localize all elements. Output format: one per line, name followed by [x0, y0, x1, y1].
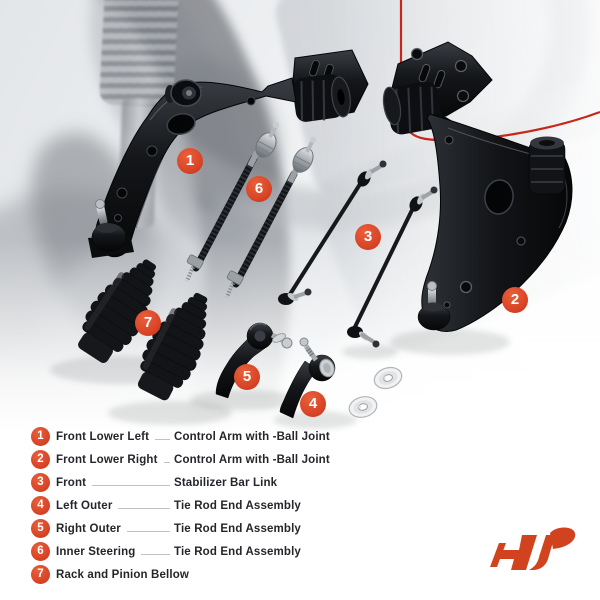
callout-6: 6 [246, 176, 272, 202]
legend-connector-line [163, 461, 170, 463]
right-arm-rear-bracket [382, 41, 493, 136]
legend-description: Tie Rod End Assembly [174, 499, 301, 512]
legend-label: Inner Steering [56, 545, 136, 558]
legend-description: Tie Rod End Assembly [174, 545, 301, 558]
legend-row-6: 6 Inner Steering Tie Rod End Assembly [30, 540, 385, 563]
legend-label: Rack and Pinion Bellow [56, 568, 190, 581]
legend-badge-3: 3 [31, 473, 50, 492]
callout-2: 2 [502, 287, 528, 313]
a-premium-logo [490, 527, 576, 570]
callout-4: 4 [300, 391, 326, 417]
part-shadows [50, 329, 510, 429]
legend-badge-1: 1 [31, 427, 50, 446]
legend-row-5: 5 Right Outer Tie Rod End Assembly [30, 517, 385, 540]
bellow-right [137, 292, 208, 401]
stabilizer-bar-links [278, 160, 438, 348]
legend-badge-6: 6 [31, 542, 50, 561]
legend-badge-4: 4 [31, 496, 50, 515]
washer-1 [373, 366, 403, 390]
legend-label: Front Lower Right [56, 453, 158, 466]
legend-connector-line [141, 553, 170, 555]
legend-row-3: 3 Front Stabilizer Bar Link [30, 471, 385, 494]
legend-row-4: 4 Left Outer Tie Rod End Assembly [30, 494, 385, 517]
legend-label: Left Outer [56, 499, 113, 512]
legend-connector-line [155, 438, 170, 440]
callout-1: 1 [177, 148, 203, 174]
legend-badge-2: 2 [31, 450, 50, 469]
legend-description: Control Arm with -Ball Joint [174, 453, 330, 466]
legend-connector-line [126, 530, 170, 532]
legend-label: Front [56, 476, 87, 489]
legend-badge-7: 7 [31, 565, 50, 584]
legend-label: Right Outer [56, 522, 121, 535]
callout-3: 3 [355, 224, 381, 250]
legend-badge-5: 5 [31, 519, 50, 538]
bellow-left [78, 259, 156, 363]
legend-description: Control Arm with -Ball Joint [174, 430, 330, 443]
left-arm-rear-bracket [291, 49, 369, 122]
callout-5: 5 [234, 364, 260, 390]
legend-description: Tie Rod End Assembly [174, 522, 301, 535]
legend-connector-line [118, 507, 170, 509]
outer-tie-rod-left [279, 337, 336, 419]
washer-2 [348, 396, 378, 418]
legend-connector-line [92, 484, 170, 486]
control-arm-left [88, 77, 297, 258]
legend-row-7: 7 Rack and Pinion Bellow [30, 563, 385, 586]
legend-description: Stabilizer Bar Link [174, 476, 278, 489]
legend-row-2: 2 Front Lower Right Control Arm with -Ball… [30, 448, 385, 471]
legend-row-1: 1 Front Lower Left Control Arm with -Ball … [30, 425, 385, 448]
legend-label: Front Lower Left [56, 430, 150, 443]
control-arm-right [417, 113, 573, 332]
callout-7: 7 [135, 310, 161, 336]
inner-tie-rods [185, 122, 316, 298]
